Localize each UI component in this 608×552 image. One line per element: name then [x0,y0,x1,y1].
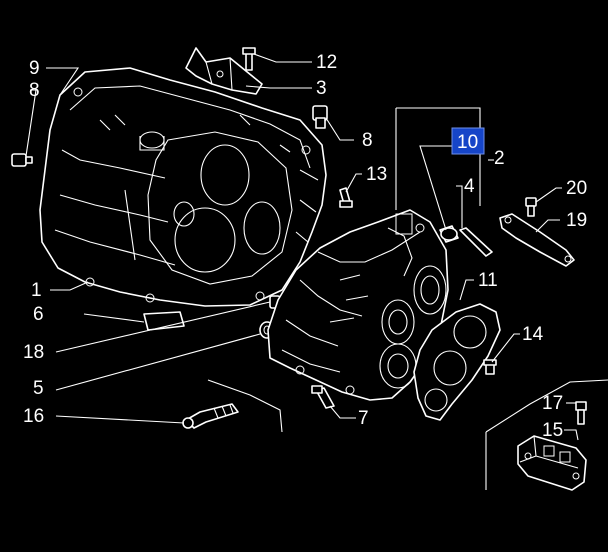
bolt-part-12[interactable] [242,47,256,71]
label-8-left[interactable]: 8 [29,80,40,101]
bolt-part-7[interactable] [311,385,335,409]
bracket-plate-part-3[interactable] [185,47,263,95]
frame-lines [207,107,608,490]
leader-lines [25,53,579,441]
label-6[interactable]: 6 [33,304,44,325]
label-3[interactable]: 3 [316,78,327,99]
sensor-part-16[interactable] [182,403,239,429]
gasket-part-11[interactable] [413,303,501,421]
label-11[interactable]: 11 [478,270,498,291]
label-12[interactable]: 12 [316,52,337,73]
label-10[interactable]: 10 [457,132,478,153]
label-2[interactable]: 2 [494,148,505,169]
label-14[interactable]: 14 [522,324,544,345]
label-13[interactable]: 13 [366,164,387,185]
highlight-label-10-box [451,127,485,155]
pad-part-6[interactable] [143,311,185,331]
label-9[interactable]: 9 [29,58,40,79]
bolt-part-13[interactable] [339,187,353,208]
label-17[interactable]: 17 [542,393,563,414]
label-18[interactable]: 18 [23,342,44,363]
label-19[interactable]: 19 [566,210,587,231]
label-4[interactable]: 4 [464,176,475,197]
callout-labels: 9 8 1 6 18 5 16 12 3 8 13 10 2 4 20 19 1… [23,52,587,441]
bracket-part-19[interactable] [499,213,575,267]
label-15[interactable]: 15 [542,420,563,441]
label-7[interactable]: 7 [358,408,369,429]
pin-part-4[interactable] [459,227,493,257]
bushing-part-10[interactable] [439,225,459,243]
label-1[interactable]: 1 [31,280,42,301]
screw-part-14[interactable] [483,359,497,375]
bolt-part-17[interactable] [575,401,587,425]
switch-part-15[interactable] [517,435,587,491]
label-5[interactable]: 5 [33,378,44,399]
label-8-right[interactable]: 8 [362,130,373,151]
plug-part-8-upper[interactable] [312,105,328,129]
label-20[interactable]: 20 [566,178,587,199]
plug-part-8-left[interactable] [11,153,33,167]
clutch-housing-part-1[interactable] [39,67,327,307]
label-16[interactable]: 16 [23,406,44,427]
bolt-part-20[interactable] [525,197,537,217]
